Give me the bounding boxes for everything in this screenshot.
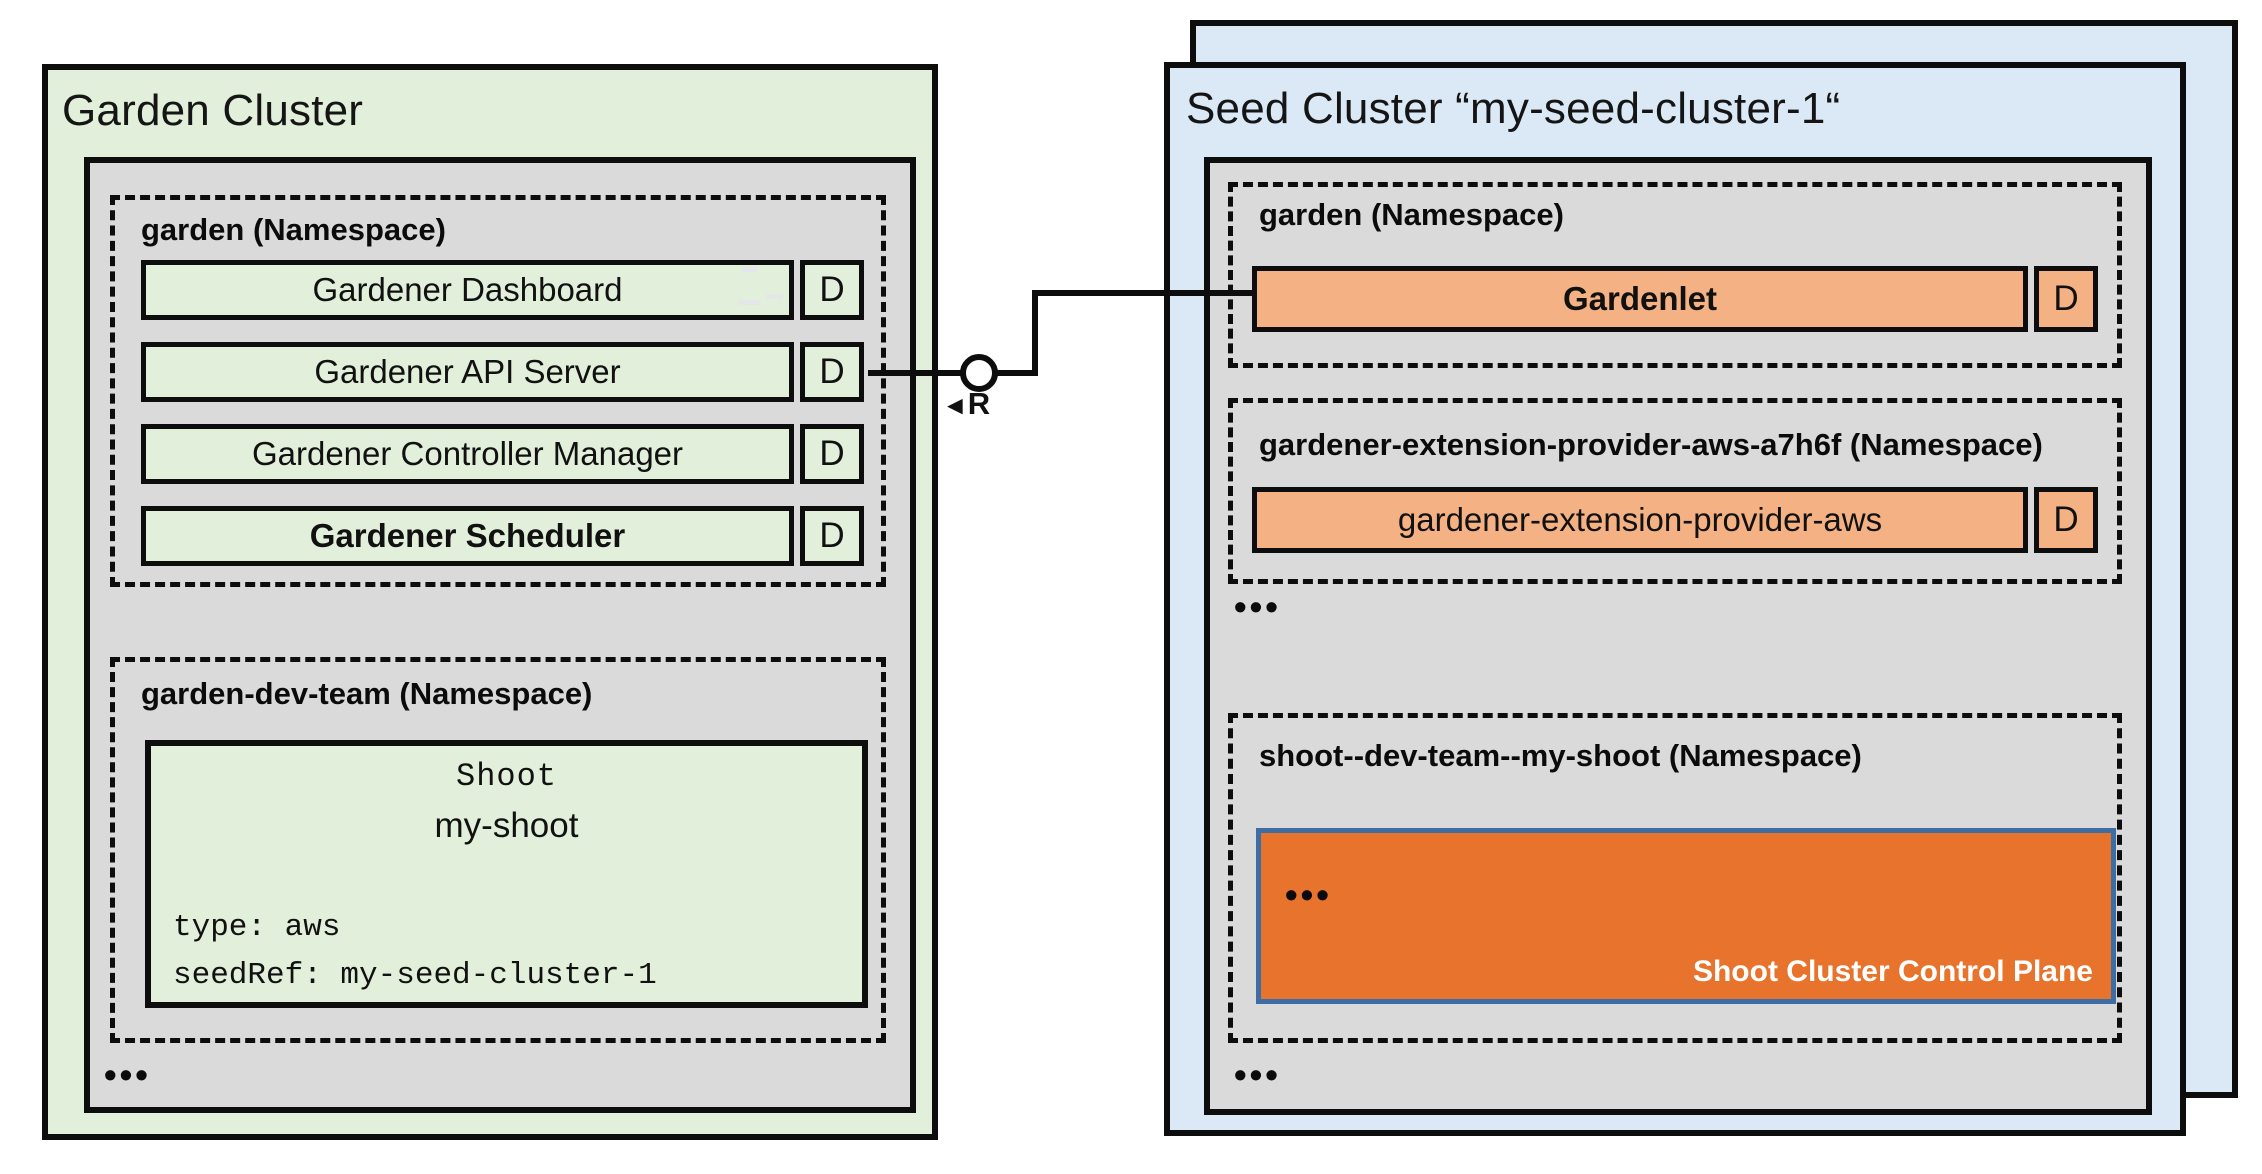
deployment-bar-gardener-controller-manager: Gardener Controller Manager D xyxy=(141,424,864,484)
more-namespaces-ellipsis: ••• xyxy=(1234,586,1281,627)
shoot-name: my-shoot xyxy=(434,806,579,845)
deployment-kind-badge: D xyxy=(2034,266,2098,332)
namespace-box-garden: garden (Namespace) Gardener Dashboard D … xyxy=(110,195,886,587)
shoot-spec-line-seedref: seedRef: my-seed-cluster-1 xyxy=(173,958,657,993)
garden-cluster-inner-box: garden (Namespace) Gardener Dashboard D … xyxy=(84,157,916,1113)
more-namespaces-ellipsis: ••• xyxy=(1234,1054,1281,1095)
seed-cluster-panel: Seed Cluster “my-seed-cluster-1“ garden … xyxy=(1164,62,2186,1136)
shoot-kind: Shoot xyxy=(455,758,557,795)
namespace-box-seed-garden: garden (Namespace) Gardenlet D xyxy=(1228,182,2122,368)
seed-cluster-inner-box: garden (Namespace) Gardenlet D gardener-… xyxy=(1204,157,2152,1115)
artifact-dash xyxy=(766,294,783,299)
shoot-control-plane-box: ••• Shoot Cluster Control Plane xyxy=(1256,828,2116,1004)
left-arrow-icon: ◄ xyxy=(942,390,968,420)
connector-line-api-server xyxy=(868,370,962,376)
artifact-dash xyxy=(742,267,757,272)
namespace-label: shoot--dev-team--my-shoot (Namespace) xyxy=(1259,738,1862,773)
interface-circle xyxy=(960,354,998,392)
deployment-label: gardener-extension-provider-aws xyxy=(1252,487,2028,553)
deployment-kind-badge: D xyxy=(800,342,864,402)
namespace-label: garden-dev-team (Namespace) xyxy=(141,676,593,711)
deployment-bar-gardenlet: Gardenlet D xyxy=(1252,266,2098,332)
connector-arrow-label: ◄R xyxy=(942,386,990,422)
deployment-label: Gardener Scheduler xyxy=(141,506,794,566)
shoot-spec: type: aws seedRef: my-seed-cluster-1 xyxy=(173,904,657,1000)
namespace-label: gardener-extension-provider-aws-a7h6f (N… xyxy=(1259,427,2043,462)
deployment-label: Gardener API Server xyxy=(141,342,794,402)
more-namespaces-ellipsis: ••• xyxy=(104,1054,151,1095)
deployment-kind-badge: D xyxy=(800,506,864,566)
namespace-label: garden (Namespace) xyxy=(141,212,446,247)
garden-cluster-title: Garden Cluster xyxy=(62,86,364,135)
deployment-bar-gardener-scheduler: Gardener Scheduler D xyxy=(141,506,864,566)
connector-line-to-gardenlet xyxy=(1032,290,1254,296)
deployment-bar-gardener-dashboard: Gardener Dashboard D xyxy=(141,260,864,320)
connector-line-segment xyxy=(996,370,1038,376)
namespace-label: garden (Namespace) xyxy=(1259,197,1564,232)
connector-letter: R xyxy=(967,386,991,421)
namespace-box-shoot-dev-team-my-shoot: shoot--dev-team--my-shoot (Namespace) ••… xyxy=(1228,713,2122,1043)
garden-cluster-panel: Garden Cluster garden (Namespace) Garden… xyxy=(42,64,938,1140)
namespace-box-garden-dev-team: garden-dev-team (Namespace) Shoot my-sho… xyxy=(110,657,886,1043)
deployment-label: Gardenlet xyxy=(1252,266,2028,332)
control-plane-contents-ellipsis: ••• xyxy=(1285,874,1332,915)
deployment-bar-extension-provider-aws: gardener-extension-provider-aws D xyxy=(1252,487,2098,553)
deployment-bar-gardener-api-server: Gardener API Server D xyxy=(141,342,864,402)
namespace-box-extension-provider-aws: gardener-extension-provider-aws-a7h6f (N… xyxy=(1228,398,2122,584)
deployment-kind-badge: D xyxy=(2034,487,2098,553)
deployment-kind-badge: D xyxy=(800,260,864,320)
deployment-label: Gardener Controller Manager xyxy=(141,424,794,484)
artifact-dash xyxy=(739,300,760,305)
control-plane-caption: Shoot Cluster Control Plane xyxy=(1692,955,2093,988)
deployment-kind-badge: D xyxy=(800,424,864,484)
connector-line-segment xyxy=(1032,290,1038,376)
shoot-resource-card: Shoot my-shoot type: aws seedRef: my-seed… xyxy=(145,740,868,1008)
shoot-spec-line-type: type: aws xyxy=(173,910,341,945)
deployment-label: Gardener Dashboard xyxy=(141,260,794,320)
seed-cluster-title: Seed Cluster “my-seed-cluster-1“ xyxy=(1186,84,1841,133)
